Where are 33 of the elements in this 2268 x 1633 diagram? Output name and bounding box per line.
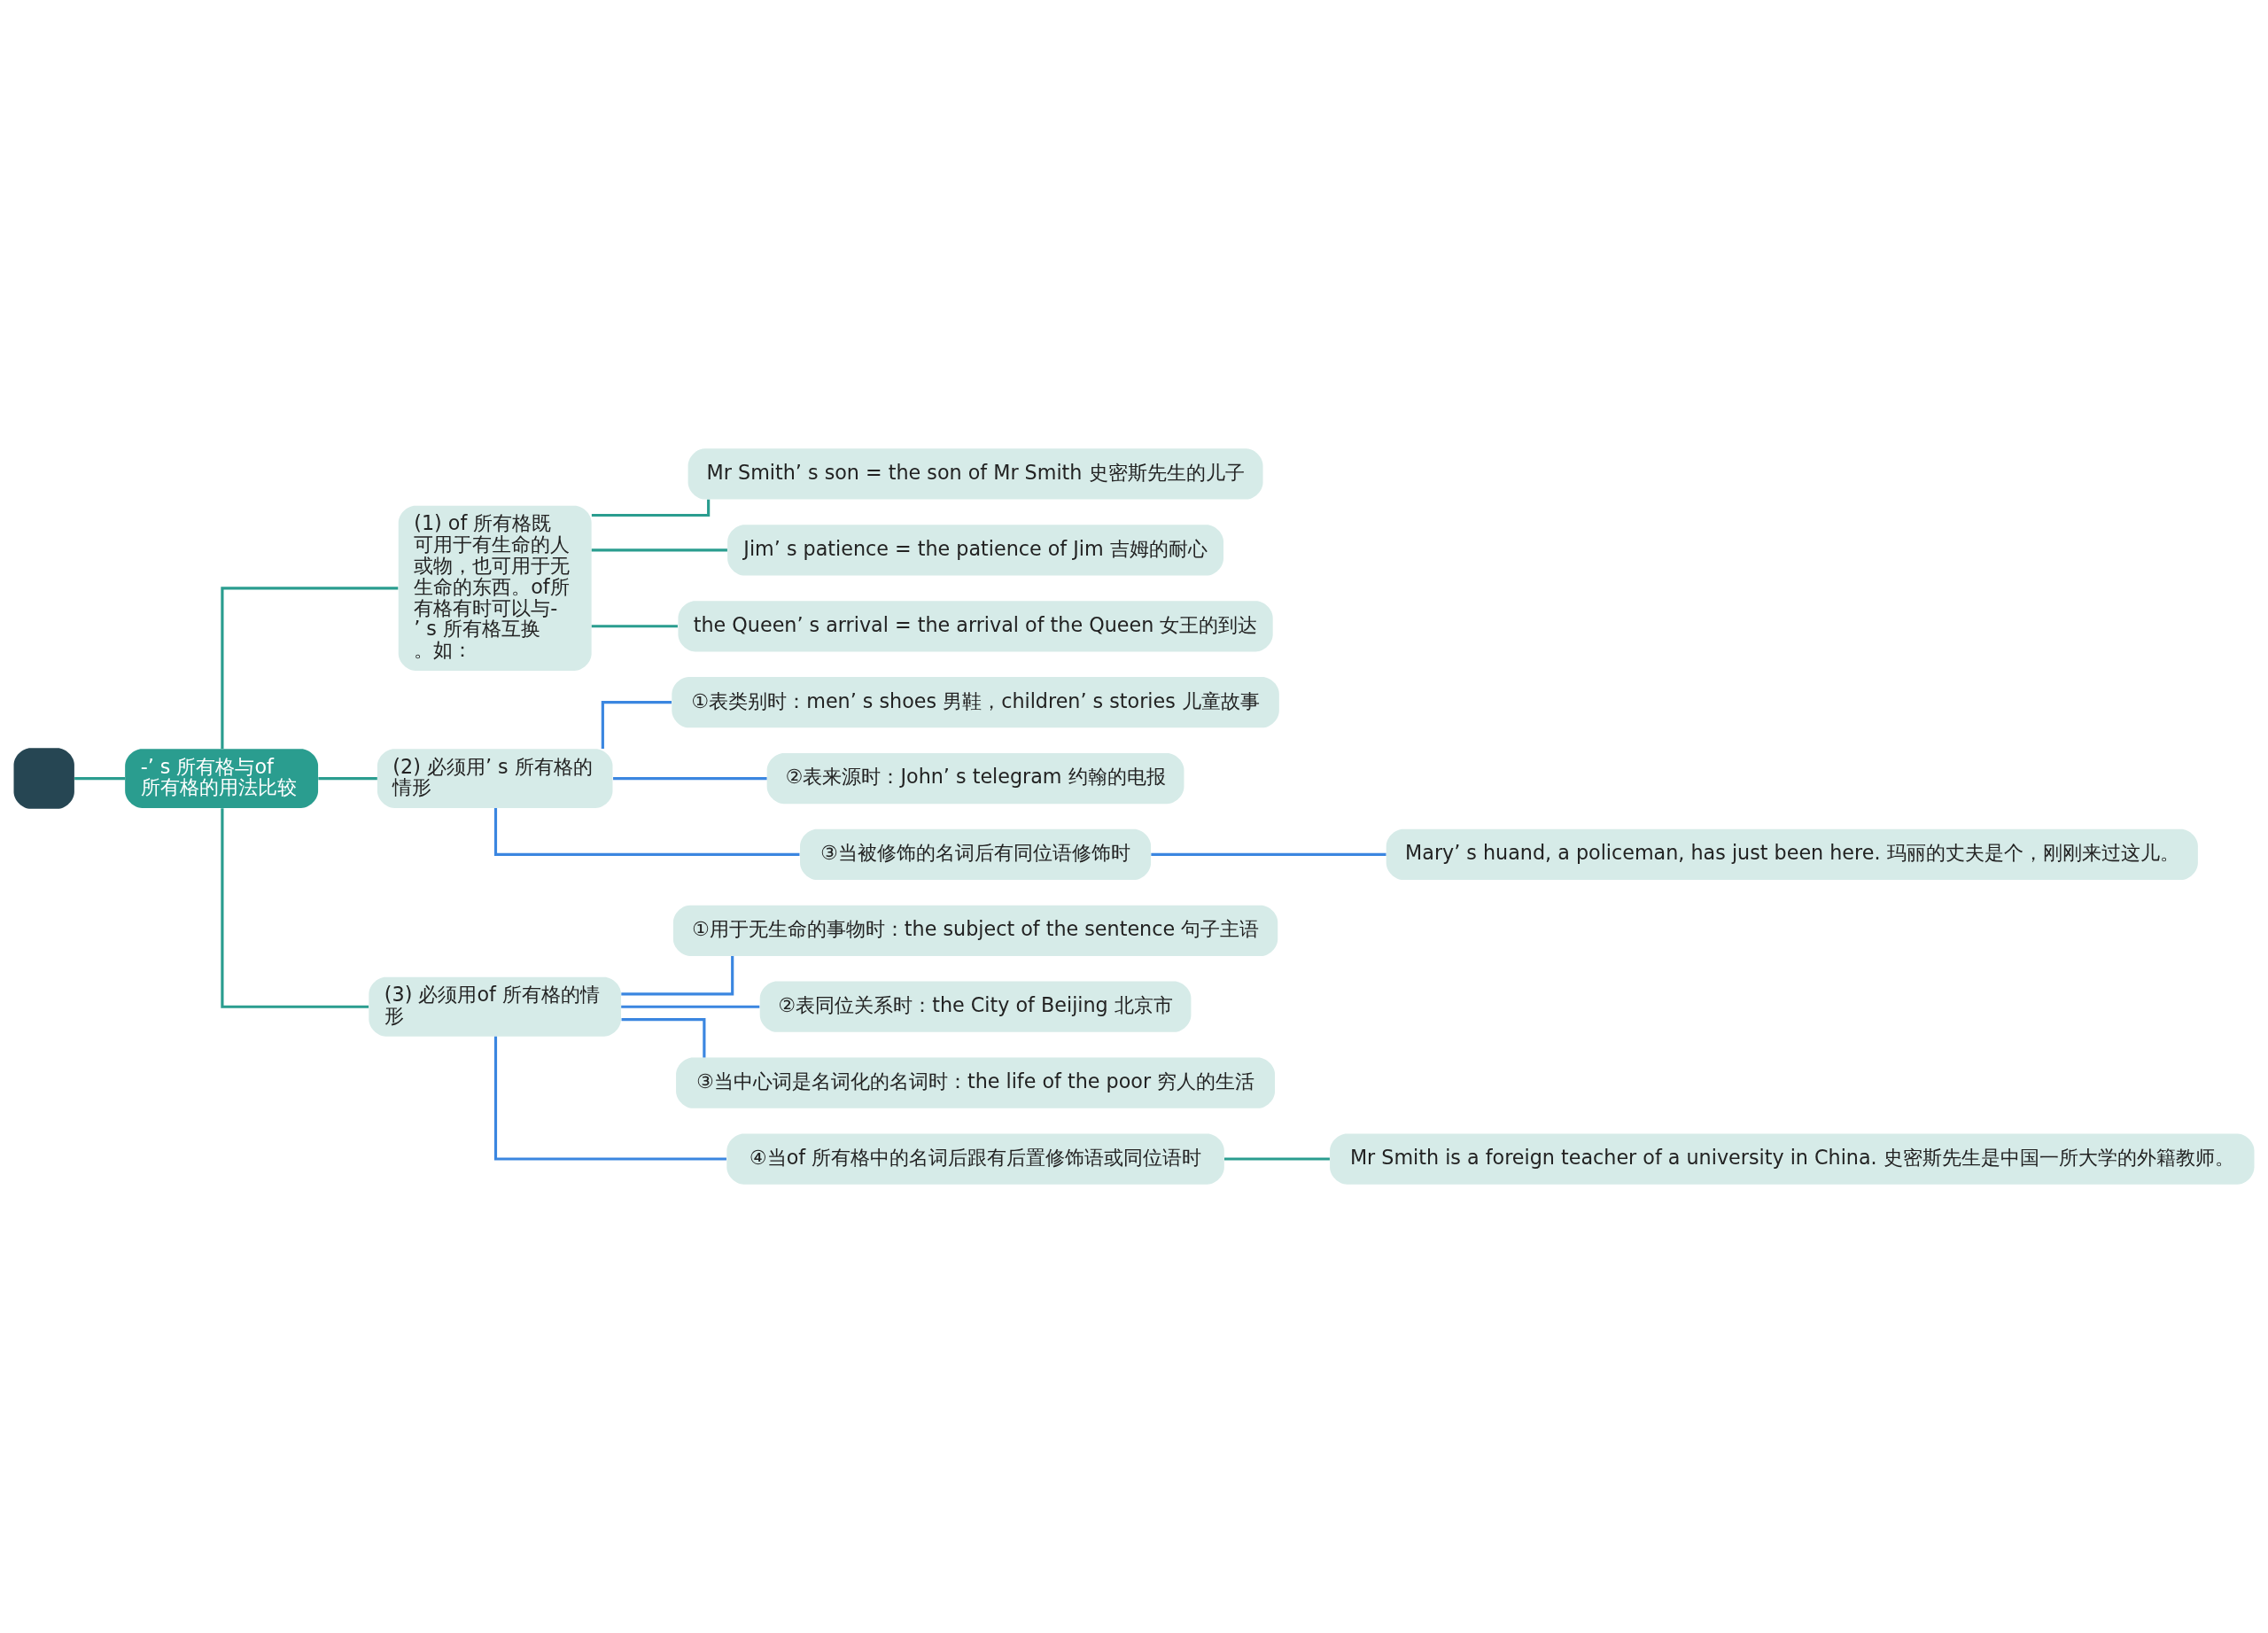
- connector: [493, 1036, 726, 1161]
- connector: [601, 701, 672, 750]
- connector: [74, 776, 126, 781]
- node-box: [13, 748, 74, 809]
- connector: [1151, 852, 1386, 857]
- node-box: (3) 必须用of 所有格的情形: [369, 976, 622, 1037]
- connector: [591, 548, 727, 552]
- node-box: ③当中心词是名词化的名词时：the life of the poor 穷人的生活: [676, 1057, 1276, 1108]
- connector: [493, 808, 800, 857]
- connector: [591, 625, 678, 628]
- node-box: ②表来源时：John’ s telegram 约翰的电报: [766, 752, 1184, 805]
- node-box: (2) 必须用’ s 所有格的情形: [377, 749, 613, 808]
- node-box: the Queen’ s arrival = the arrival of the Queen 女王的到达: [678, 601, 1273, 652]
- node-box: (1) of 所有格既可用于有生命的人或物，也可用于无生命的东西。of所有格有时可以与-’ s 所有格互换。如：: [398, 505, 592, 671]
- connector: [318, 776, 377, 781]
- node-box: ①表类别时：men’ s shoes 男鞋，children’ s stories 儿童故事: [672, 677, 1279, 728]
- connector: [221, 587, 399, 749]
- connector: [621, 1005, 760, 1008]
- node-box: ①用于无生命的事物时：the subject of the sentence 句子主语: [672, 905, 1278, 956]
- node-box: ②表同位关系时：the City of Beijing 北京市: [759, 981, 1192, 1032]
- node-box: ④当of 所有格中的名词后跟有后置修饰语或同位语时: [726, 1133, 1224, 1185]
- node-box: Mary’ s huand, a policeman, has just been here. 玛丽的丈夫是个，刚刚来过这儿。: [1386, 828, 2198, 881]
- connector: [591, 499, 711, 517]
- node-box: -’ s 所有格与of 所有格的用法比较: [125, 749, 319, 808]
- connector: [613, 776, 767, 781]
- connector: [621, 1017, 706, 1058]
- node-box: Mr Smith is a foreign teacher of a university in China. 史密斯先生是中国一所大学的外籍教师。: [1330, 1133, 2255, 1185]
- connector: [621, 956, 734, 996]
- connector: [221, 808, 369, 1008]
- node-box: Mr Smith’ s son = the son of Mr Smith 史密斯先生的儿子: [687, 448, 1263, 500]
- node-box: Jim’ s patience = the patience of Jim 吉姆的耐心: [727, 525, 1223, 576]
- connector: [1224, 1157, 1330, 1161]
- node-box: ③当被修饰的名词后有同位语修饰时: [800, 828, 1152, 881]
